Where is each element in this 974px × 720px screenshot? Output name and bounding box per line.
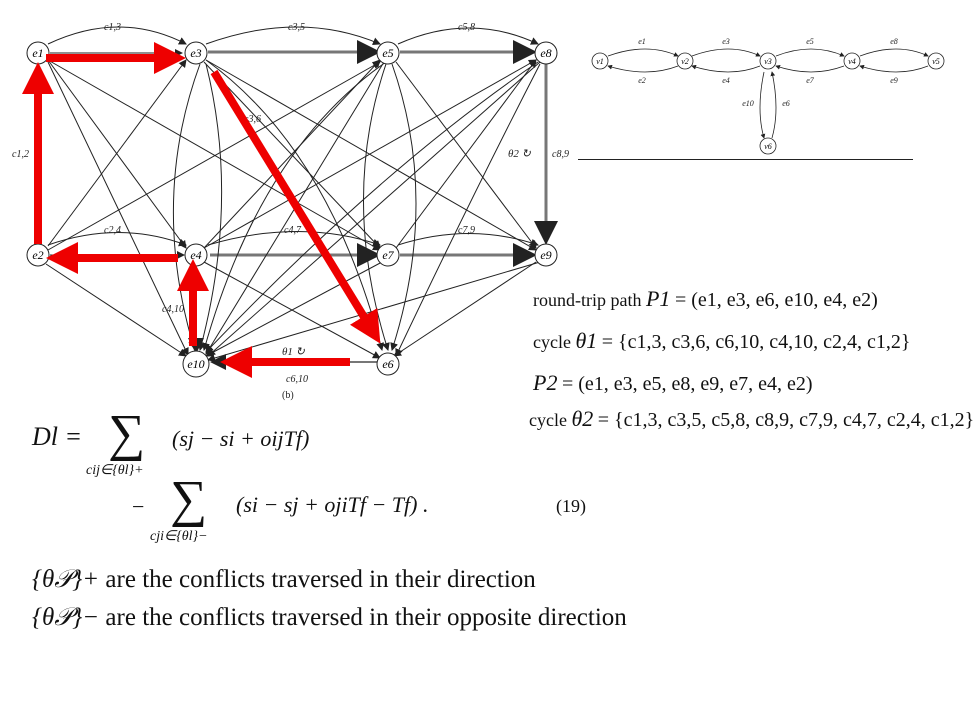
p1-sequence: = (e1, e3, e6, e10, e4, e2) [674, 289, 878, 311]
edge-label-e10: e10 [742, 99, 754, 108]
cycle2-label: θ2 [571, 406, 594, 431]
edge-label-e8: e8 [890, 37, 898, 46]
divider-line [578, 159, 913, 160]
sum-symbol-1: ∑ [108, 405, 146, 462]
highlight-path-p1 [22, 42, 381, 378]
node-e7: e7 [376, 243, 400, 267]
p1-text: round-trip path [533, 290, 642, 310]
graph-a-edges [607, 48, 929, 139]
edge-label-c79: c7,9 [458, 225, 475, 236]
formula-lhs: Dl = [32, 422, 83, 451]
note-minus: {θ𝒫}− are the conflicts traversed in the… [32, 604, 627, 632]
svg-text:e1: e1 [32, 46, 43, 60]
theta2-label: θ2 ↻ [508, 148, 532, 160]
node-e3: e3 [184, 41, 208, 65]
edge-label-c610: c6,10 [286, 374, 308, 385]
edge-label-e7: e7 [806, 76, 815, 85]
p2-sequence: = (e1, e3, e5, e8, e9, e7, e4, e2) [561, 373, 813, 395]
formula-sub2: cji∈{θl}− [150, 529, 208, 544]
node-v2: v2 [676, 52, 694, 70]
graph-b-nodes: e1 e3 e5 e8 e2 e4 e7 e9 e10 e6 [26, 41, 558, 378]
svg-text:v2: v2 [681, 57, 689, 66]
cycle1-label: θ1 [575, 328, 598, 353]
svg-text:e8: e8 [540, 46, 551, 60]
svg-text:v6: v6 [764, 142, 772, 151]
node-e6: e6 [376, 352, 400, 376]
node-e10: e10 [182, 350, 210, 378]
svg-text:v1: v1 [596, 57, 604, 66]
node-e9: e9 [534, 243, 558, 267]
graph-a-nodes: v1 v2 v3 v4 v5 v6 [591, 52, 945, 155]
edge-label-c24: c2,4 [104, 225, 121, 236]
svg-text:e4: e4 [190, 248, 201, 262]
node-e2: e2 [26, 243, 50, 267]
edge-label-e9: e9 [890, 76, 898, 85]
network-graph-a: v1 v2 v3 v4 v5 v6 e1 e2 e3 e4 e5 e7 e8 e… [591, 37, 945, 155]
edge-label-e4: e4 [722, 76, 730, 85]
svg-text:v5: v5 [932, 57, 940, 66]
formula-term2: (si − sj + ojiTf − Tf) . [236, 492, 429, 517]
plus-symbol: {θ𝒫}+ [32, 566, 100, 593]
svg-text:v3: v3 [764, 57, 772, 66]
svg-text:e9: e9 [540, 248, 551, 262]
minus-text: are the conflicts traversed in their opp… [105, 604, 627, 631]
edge-label-c13: c1,3 [104, 22, 121, 33]
node-v1: v1 [591, 52, 609, 70]
cycle2-sequence: = {c1,3, c3,5, c5,8, c8,9, c7,9, c4,7, c… [597, 409, 974, 431]
cycle2-text: cycle [529, 410, 567, 430]
svg-text:e3: e3 [190, 46, 201, 60]
cycle1-text: cycle [533, 332, 571, 352]
graph-a-edge-labels: e1 e2 e3 e4 e5 e7 e8 e9 e10 e6 [638, 37, 898, 108]
sum-symbol-2: ∑ [170, 471, 208, 528]
formula-minus: − [132, 494, 145, 519]
node-v4: v4 [843, 52, 861, 70]
node-e4: e4 [184, 243, 208, 267]
conflict-graph-b: e1 e3 e5 e8 e2 e4 e7 e9 e10 e6 c1,3 c3,5… [12, 22, 569, 401]
svg-text:e2: e2 [32, 248, 43, 262]
formula-term1: (sj − si + oijTf) [172, 426, 310, 451]
equation-number: (19) [556, 496, 586, 516]
cycle1-sequence: = {c1,3, c3,6, c6,10, c4,10, c2,4, c1,2} [601, 331, 911, 353]
minus-symbol: {θ𝒫}− [32, 604, 100, 631]
node-v3: v3 [759, 52, 777, 70]
node-v5: v5 [927, 52, 945, 70]
svg-text:e5: e5 [382, 46, 393, 60]
edge-label-c89: c8,9 [552, 149, 569, 160]
cycle-theta1-row: cycle θ1 = {c1,3, c3,6, c6,10, c4,10, c2… [533, 328, 911, 354]
svg-text:e10: e10 [187, 357, 204, 371]
edge-label-e5: e5 [806, 37, 814, 46]
node-e8: e8 [534, 41, 558, 65]
edge-label-e1: e1 [638, 37, 646, 46]
node-e5: e5 [376, 41, 400, 65]
note-plus: {θ𝒫}+ are the conflicts traversed in the… [32, 566, 536, 594]
svg-text:e6: e6 [382, 357, 393, 371]
node-v6: v6 [759, 137, 777, 155]
edge-label-e2: e2 [638, 76, 646, 85]
edge-label-e3: e3 [722, 37, 730, 46]
path-p1-row: round-trip path P1 = (e1, e3, e6, e10, e… [533, 286, 878, 312]
node-e1: e1 [26, 41, 50, 65]
edge-label-c58: c5,8 [458, 22, 475, 33]
plus-text: are the conflicts traversed in their dir… [105, 566, 536, 593]
edge-label-c36: c3,6 [244, 114, 261, 125]
cycle-theta2-row: cycle θ2 = {c1,3, c3,5, c5,8, c8,9, c7,9… [529, 406, 974, 432]
path-p2-row: P2 = (e1, e3, e5, e8, e9, e7, e4, e2) [533, 370, 813, 396]
edge-label-e6: e6 [782, 99, 790, 108]
svg-text:v4: v4 [848, 57, 856, 66]
theta1-label: θ1 ↻ [282, 346, 306, 358]
svg-text:e7: e7 [382, 248, 394, 262]
edge-label-c35: c3,5 [288, 22, 305, 33]
figure-caption-b: (b) [282, 390, 294, 401]
p1-label: P1 [645, 286, 671, 311]
p2-label: P2 [533, 370, 558, 395]
edge-label-c410: c4,10 [162, 304, 184, 315]
graph-b-edge-labels: c1,3 c3,5 c5,8 c1,2 c3,6 c8,9 c2,4 c4,7 … [12, 22, 569, 401]
edge-label-c12: c1,2 [12, 149, 29, 160]
formula-sub1: cij∈{θl}+ [86, 463, 144, 478]
edge-label-c47: c4,7 [284, 225, 302, 236]
